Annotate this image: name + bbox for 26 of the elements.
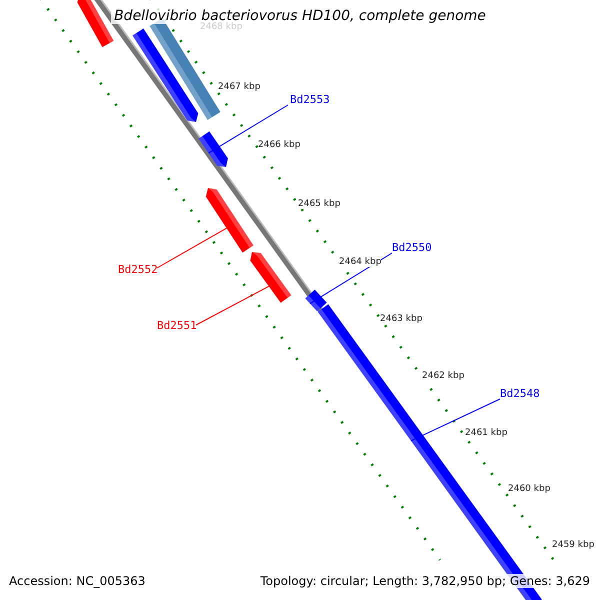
position-label: 2463 kbp bbox=[380, 314, 422, 324]
leader-line bbox=[208, 104, 288, 154]
gene-label: Bd2552 bbox=[118, 263, 158, 276]
position-label: 2460 kbp bbox=[508, 484, 550, 494]
position-label: 2467 kbp bbox=[218, 82, 260, 92]
gene-feature bbox=[250, 252, 292, 303]
gene-feature bbox=[198, 131, 228, 167]
position-label: 2464 kbp bbox=[339, 257, 382, 267]
gene-feature bbox=[206, 188, 254, 253]
position-label: 2462 kbp bbox=[422, 371, 464, 381]
position-label: 2461 kbp bbox=[465, 428, 508, 438]
gene-label: Bd2548 bbox=[500, 387, 540, 400]
leader-line bbox=[410, 398, 500, 442]
position-label: 2465 kbp bbox=[298, 199, 340, 209]
leader-line bbox=[156, 228, 228, 268]
position-label: 2466 kbp bbox=[258, 140, 300, 150]
gene-label: Bd2553 bbox=[290, 93, 330, 106]
gene-feature bbox=[132, 28, 198, 122]
gene-feature bbox=[305, 290, 327, 312]
gene-label: Bd2551 bbox=[157, 319, 197, 332]
leader-line bbox=[196, 286, 270, 326]
position-label: 2459 kbp bbox=[552, 540, 594, 550]
accession-text: Accession: NC_005363 bbox=[9, 574, 146, 588]
gene-feature bbox=[77, 0, 114, 48]
gene-label: Bd2550 bbox=[392, 241, 432, 254]
genome-info-text: Topology: circular; Length: 3,782,950 bp; Genes: 3,629 bbox=[260, 574, 590, 588]
